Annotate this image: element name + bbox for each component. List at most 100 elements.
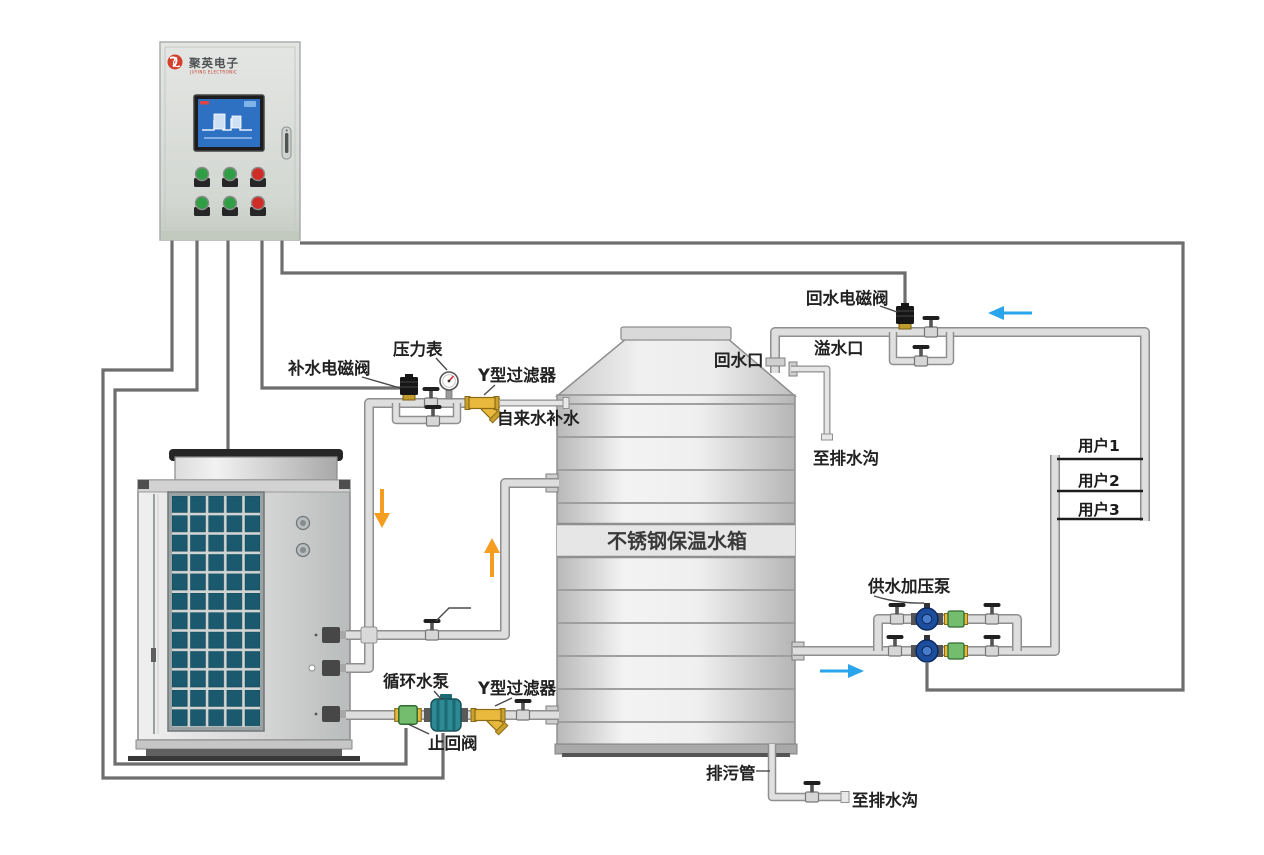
- screen-tank-graphic: [213, 113, 226, 130]
- label-user-3: 用户3: [1078, 500, 1120, 519]
- label-makeup-solenoid-valve: 补水电磁阀: [287, 358, 371, 378]
- label-check-valve: 止回阀: [428, 733, 478, 753]
- button-plate: [250, 178, 266, 187]
- leader-pressure-gauge: [435, 357, 448, 371]
- wire-makeup-solenoid: [260, 238, 403, 390]
- screen-logo: [200, 101, 209, 105]
- flow-arrows: [374, 306, 1032, 678]
- label-user-1: 用户1: [1078, 436, 1120, 455]
- label-circulation-pump: 循环水泵: [383, 671, 450, 691]
- door-hinge: [151, 648, 156, 662]
- user-branch-lines: [1057, 457, 1143, 521]
- control-cabinet: 聚英电子 JUYING ELECTRONIC: [159, 41, 301, 241]
- button-green-2[interactable]: [222, 166, 238, 182]
- storage-tank: [545, 326, 805, 757]
- leader-supply-pump: [873, 595, 925, 604]
- pipe-return-line: [765, 327, 1150, 521]
- button-plate: [250, 207, 266, 216]
- tank-base-shadow: [562, 753, 790, 757]
- leader-lines: [361, 305, 925, 772]
- heat-pump-feet: [146, 749, 342, 756]
- button-red-1[interactable]: [250, 166, 266, 182]
- leader-check-valve: [407, 723, 430, 735]
- screen-tank2-graphic: [231, 115, 242, 129]
- fan-shroud: [174, 456, 338, 481]
- tank-body: [556, 394, 796, 746]
- brand-subtitle: JUYING ELECTRONIC: [189, 70, 237, 75]
- screen-button: [244, 101, 256, 107]
- tank-bands: [558, 403, 794, 723]
- button-green-3[interactable]: [194, 195, 210, 211]
- label-tap-water-makeup: 自来水补水: [497, 408, 580, 428]
- arrow-makeup-down: [374, 489, 390, 528]
- leader-makeup-solenoid: [361, 376, 401, 389]
- label-to-drain-upper: 至排水沟: [813, 448, 879, 468]
- return-port-collar: [765, 357, 786, 367]
- brand-name: 聚英电子: [188, 56, 239, 70]
- tap-water-end: [562, 397, 570, 409]
- hmi-screen[interactable]: [193, 94, 265, 152]
- makeup-solenoid-valve-icon: [399, 373, 419, 401]
- air-grille: [172, 496, 260, 727]
- leader-return-solenoid: [879, 305, 898, 313]
- screw-bottom-center: [300, 547, 306, 553]
- arrow-return-flow-left: [988, 306, 1032, 320]
- devices: [394, 302, 1002, 803]
- pipe-tap-water: [500, 397, 570, 409]
- button-plate: [222, 207, 238, 216]
- wire-return-solenoid: [280, 238, 907, 309]
- leader-circ-pump: [433, 690, 443, 701]
- heat-pump-ports: [308, 627, 348, 722]
- diagram-labels: 补水电磁阀 压力表 Y型过滤器 自来水补水 回水口 回水电磁阀 溢水口 至排水沟…: [287, 288, 1120, 810]
- label-return-solenoid-valve: 回水电磁阀: [806, 288, 889, 308]
- booster-upper-check-valve-icon: [943, 610, 969, 628]
- heat-pump-base-plate: [128, 756, 360, 761]
- button-red-2[interactable]: [250, 195, 266, 211]
- booster-lower-check-valve-icon: [943, 642, 969, 660]
- button-green-1[interactable]: [194, 166, 210, 182]
- arrow-supply-flow-right: [820, 664, 864, 678]
- heat-pump-unit: [128, 449, 360, 761]
- wire-circ-pump: [101, 238, 445, 780]
- tank-label-band: [557, 524, 795, 557]
- label-tank: 不锈钢保温水箱: [607, 529, 747, 553]
- button-plate: [194, 178, 210, 187]
- overflow-outlet: [821, 433, 833, 441]
- button-green-4[interactable]: [222, 195, 238, 211]
- cabinet-bottom-strip: [161, 231, 299, 240]
- wire-booster-pump: [300, 241, 1185, 692]
- leader-y-strainer-top: [483, 384, 496, 396]
- label-y-strainer-bottom: Y型过滤器: [477, 678, 556, 698]
- pipe-cross-fitting: [360, 626, 378, 644]
- button-plate: [194, 207, 210, 216]
- corner-cap-left: [138, 480, 149, 489]
- control-wires: [101, 238, 1185, 780]
- wire-check-valve: [113, 238, 408, 766]
- arrow-hot-up: [484, 538, 500, 577]
- label-user-2: 用户2: [1078, 471, 1120, 490]
- check-valve-icon: [394, 705, 422, 725]
- label-overflow-port: 溢水口: [814, 338, 864, 358]
- leader-y-strainer-bottom: [494, 697, 513, 707]
- heat-pump-base: [135, 739, 353, 750]
- button-plate: [222, 178, 238, 187]
- return-solenoid-valve-icon: [895, 302, 915, 330]
- label-return-port: 回水口: [714, 350, 764, 370]
- panel-buttons: [194, 166, 266, 216]
- label-supply-booster-pump: 供水加压泵: [867, 576, 951, 596]
- label-to-drain-lower: 至排水沟: [852, 790, 918, 810]
- door-handle[interactable]: [281, 126, 292, 160]
- label-y-strainer-top: Y型过滤器: [477, 365, 556, 385]
- pipe-overflow: [791, 365, 833, 441]
- drain-outlet: [840, 791, 850, 803]
- hot-supply-valve-pointer: [435, 607, 471, 622]
- label-drain-pipe: 排污管: [706, 763, 756, 783]
- tank-base: [554, 743, 798, 755]
- brand-logo-icon: [167, 54, 183, 70]
- heat-pump-top-band: [137, 479, 351, 493]
- tank-lid: [620, 326, 732, 341]
- screw-top-center: [300, 520, 306, 526]
- corner-cap-right: [339, 480, 350, 489]
